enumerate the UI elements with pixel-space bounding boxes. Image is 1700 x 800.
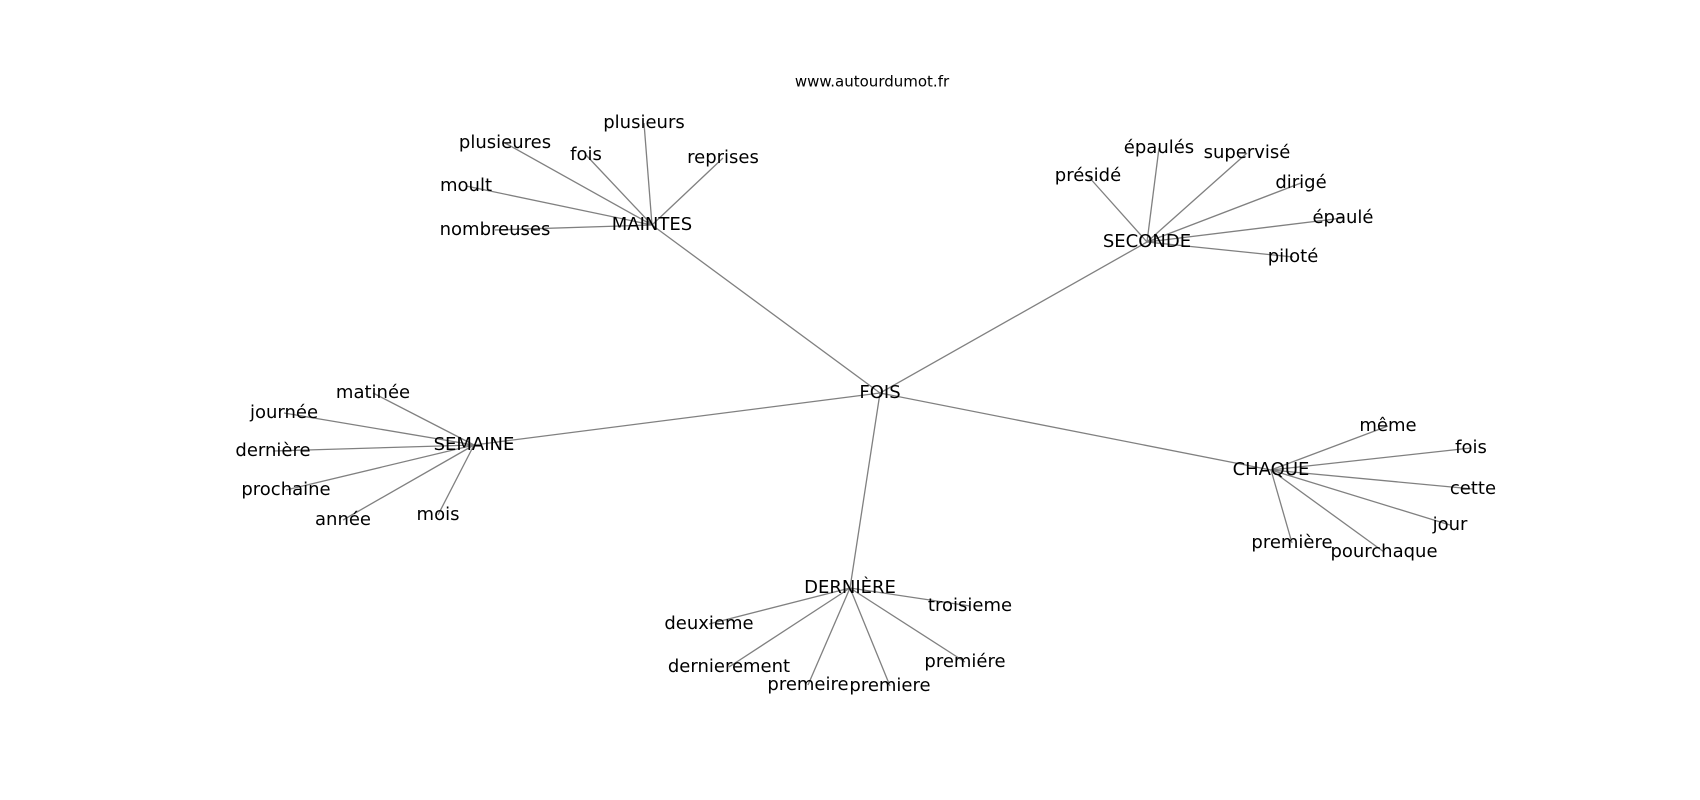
edge-cluster-to-leaf: [504, 142, 653, 226]
leaf-node[interactable]: journée: [249, 402, 318, 423]
leaf-node[interactable]: moult: [440, 175, 492, 196]
leaf-node[interactable]: épaulé: [1312, 207, 1373, 228]
edge-cluster-to-leaf: [372, 392, 475, 446]
edge-cluster-to-leaf: [849, 587, 971, 607]
edge-cluster-to-leaf: [585, 154, 653, 226]
edge-cluster-to-leaf: [849, 587, 966, 663]
leaf-node[interactable]: fois: [570, 144, 602, 165]
edge-cluster-to-leaf: [708, 587, 851, 625]
leaf-node[interactable]: deuxieme: [664, 613, 753, 634]
edge-cluster-to-leaf: [342, 444, 475, 521]
edge-cluster-to-leaf: [1270, 447, 1472, 471]
edge-cluster-to-leaf: [1146, 182, 1302, 243]
edge-center-to-cluster: [651, 224, 881, 394]
leaf-node[interactable]: troisieme: [928, 595, 1012, 616]
edge-cluster-to-leaf: [1146, 241, 1294, 258]
edge-cluster-to-leaf: [285, 444, 475, 491]
leaf-node[interactable]: année: [315, 509, 371, 530]
edge-cluster-to-leaf: [1146, 147, 1160, 243]
edge-cluster-to-leaf: [849, 587, 891, 687]
leaf-node[interactable]: supervisé: [1204, 142, 1291, 163]
leaf-node[interactable]: plusieures: [459, 132, 551, 153]
site-url[interactable]: www.autourdumot.fr: [795, 73, 950, 91]
edges-layer: [272, 122, 1474, 687]
edge-center-to-cluster: [879, 241, 1148, 394]
leaf-node[interactable]: piloté: [1268, 246, 1319, 267]
leaf-node[interactable]: jour: [1432, 514, 1468, 535]
edge-cluster-to-leaf: [1270, 469, 1451, 526]
edge-center-to-cluster: [473, 392, 881, 446]
leaf-node[interactable]: dernière: [235, 440, 310, 461]
leaf-node[interactable]: cette: [1450, 478, 1496, 499]
edge-cluster-to-leaf: [1270, 469, 1293, 544]
edge-cluster-to-leaf: [1146, 217, 1344, 243]
edge-cluster-to-leaf: [283, 412, 475, 446]
labels-layer: www.autourdumot.fr FOISMAINTESplusieursf…: [235, 73, 1496, 697]
edge-center-to-cluster: [849, 392, 881, 589]
edge-cluster-to-leaf: [807, 587, 851, 686]
leaf-node[interactable]: premeire: [767, 674, 848, 695]
edge-cluster-to-leaf: [1087, 175, 1148, 243]
leaf-node[interactable]: mois: [417, 504, 460, 525]
edge-cluster-to-leaf: [728, 587, 851, 668]
leaf-node[interactable]: présidé: [1055, 165, 1121, 186]
edge-cluster-to-leaf: [1270, 425, 1389, 471]
edge-center-to-cluster: [879, 392, 1272, 471]
edge-cluster-to-leaf: [494, 224, 653, 231]
edge-cluster-to-leaf: [643, 122, 653, 226]
cluster-node[interactable]: CHAQUE: [1233, 459, 1310, 480]
leaf-node[interactable]: même: [1359, 415, 1416, 436]
edge-cluster-to-leaf: [272, 444, 475, 452]
edge-cluster-to-leaf: [1146, 152, 1248, 243]
cluster-node[interactable]: DERNIÈRE: [804, 576, 896, 598]
leaf-node[interactable]: dirigé: [1275, 172, 1326, 193]
leaf-node[interactable]: matinée: [336, 382, 410, 403]
leaf-node[interactable]: fois: [1455, 437, 1487, 458]
edge-cluster-to-leaf: [1270, 469, 1385, 553]
leaf-node[interactable]: nombreuses: [440, 219, 551, 240]
leaf-node[interactable]: plusieurs: [603, 112, 684, 133]
cluster-node[interactable]: SECONDE: [1103, 231, 1191, 252]
leaf-node[interactable]: premiére: [924, 651, 1005, 672]
leaf-node[interactable]: prochaine: [241, 479, 330, 500]
leaf-node[interactable]: première: [1251, 532, 1332, 553]
edge-cluster-to-leaf: [1270, 469, 1474, 490]
edge-cluster-to-leaf: [437, 444, 475, 516]
cluster-node[interactable]: SEMAINE: [434, 434, 515, 455]
edge-cluster-to-leaf: [651, 157, 724, 226]
leaf-node[interactable]: dernierement: [668, 656, 790, 677]
edge-cluster-to-leaf: [465, 185, 653, 226]
cluster-node[interactable]: MAINTES: [612, 214, 692, 235]
leaf-node[interactable]: reprises: [687, 147, 759, 168]
leaf-node[interactable]: pourchaque: [1330, 541, 1437, 562]
center-node[interactable]: FOIS: [859, 382, 900, 403]
leaf-node[interactable]: épaulés: [1124, 137, 1194, 158]
leaf-node[interactable]: premiere: [849, 675, 930, 696]
